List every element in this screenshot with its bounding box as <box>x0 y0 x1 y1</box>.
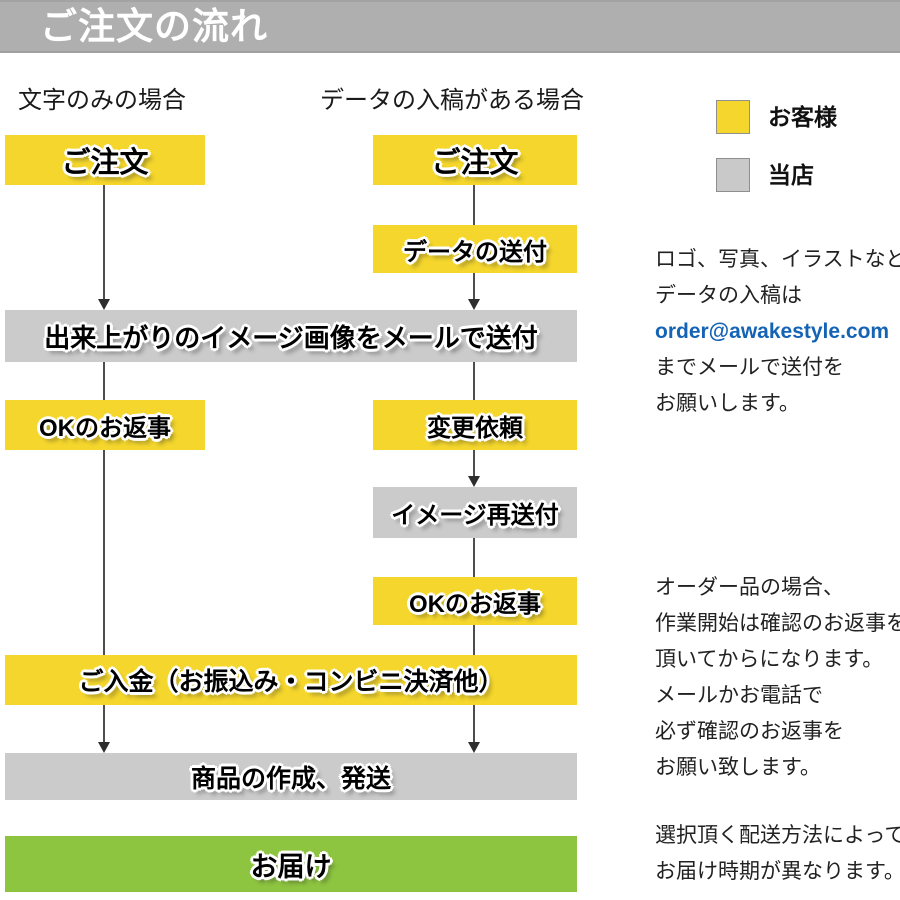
note-line: お届け時期が異なります。 <box>655 860 900 883</box>
header-bar: ご注文の流れ <box>0 0 900 53</box>
note-delivery-time: 選択頂く配送方法によって お届け時期が異なります。 <box>655 818 900 890</box>
note-line: までメールで送付を <box>655 356 844 379</box>
flow-box-order-left: ご注文 <box>5 135 205 185</box>
note-line: お願いします。 <box>655 392 800 415</box>
note-line: お願い致します。 <box>655 756 821 779</box>
flow-box-label: お届け <box>250 851 332 882</box>
flow-box-label: 商品の作成、発送 <box>190 764 391 793</box>
arrowhead-down-icon <box>468 299 480 310</box>
flow-box-image-resend: イメージ再送付 <box>373 487 577 538</box>
connector-line <box>103 185 105 299</box>
flow-box-delivery: お届け <box>5 836 577 892</box>
note-confirmation: オーダー品の場合、 作業開始は確認のお返事を 頂いてからになります。 メールかお… <box>655 570 900 786</box>
flow-box-label: ご注文 <box>431 147 519 179</box>
note-line: 必ず確認のお返事を <box>655 720 844 743</box>
connector-line <box>103 705 105 743</box>
legend-shop-label: 当店 <box>768 162 814 188</box>
flow-box-label: OKのお返事 <box>409 590 541 618</box>
column-label-text-only: 文字のみの場合 <box>18 87 186 114</box>
connector-line <box>473 362 475 400</box>
flow-box-production: 商品の作成、発送 <box>5 753 577 800</box>
flow-box-image-mail: 出来上がりのイメージ画像をメールで送付 <box>5 310 577 362</box>
email-link[interactable]: order@awakestyle.com <box>655 320 890 343</box>
note-line: 選択頂く配送方法によって <box>655 824 900 847</box>
connector-line <box>103 450 105 655</box>
flow-box-change-request: 変更依頼 <box>373 400 577 450</box>
flow-box-label: OKのお返事 <box>39 414 171 442</box>
column-label-with-data: データの入稿がある場合 <box>320 87 584 114</box>
note-line: 頂いてからになります。 <box>655 648 884 671</box>
arrowhead-down-icon <box>98 299 110 310</box>
arrowhead-down-icon <box>468 476 480 487</box>
flow-box-payment: ご入金（お振込み・コンビニ決済他） <box>5 655 577 705</box>
flow-box-label: ご注文 <box>61 147 149 179</box>
legend-customer-swatch <box>716 100 750 134</box>
connector-line <box>473 625 475 655</box>
flow-box-ok-reply-left: OKのお返事 <box>5 400 205 450</box>
connector-line <box>103 362 105 400</box>
flow-box-order-right: ご注文 <box>373 135 577 185</box>
connector-line <box>473 705 475 743</box>
connector-line <box>473 450 475 476</box>
page-title: ご注文の流れ <box>40 6 268 47</box>
flow-box-label: ご入金（お振込み・コンビニ決済他） <box>78 668 504 696</box>
note-line: オーダー品の場合、 <box>655 576 844 599</box>
legend-customer-label: お客様 <box>768 104 837 130</box>
flow-box-label: 変更依頼 <box>427 414 523 442</box>
connector-line <box>473 273 475 299</box>
flow-box-ok-reply-right: OKのお返事 <box>373 577 577 625</box>
flow-box-data-send: データの送付 <box>373 225 577 273</box>
legend-shop-swatch <box>716 158 750 192</box>
note-line: メールかお電話で <box>655 684 823 707</box>
flow-box-label: イメージ再送付 <box>391 502 559 529</box>
arrowhead-down-icon <box>468 742 480 753</box>
note-line: 作業開始は確認のお返事を <box>655 612 900 635</box>
note-data-submission: ロゴ、写真、イラストなど データの入稿は order@awakestyle.co… <box>655 242 900 422</box>
note-line: データの入稿は <box>655 284 802 307</box>
connector-line <box>473 185 475 225</box>
flow-box-label: データの送付 <box>403 238 547 266</box>
arrowhead-down-icon <box>98 742 110 753</box>
flow-box-label: 出来上がりのイメージ画像をメールで送付 <box>44 322 538 353</box>
connector-line <box>473 538 475 577</box>
note-line: ロゴ、写真、イラストなど <box>655 248 900 271</box>
